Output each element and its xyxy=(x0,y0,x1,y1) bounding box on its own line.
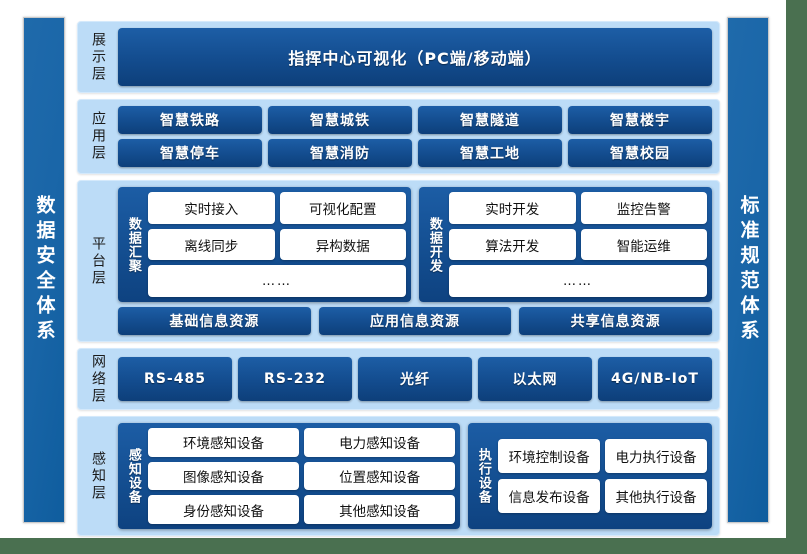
layer-platform-body: 数据汇聚 实时接入 可视化配置 离线同步 异构数据 …… xyxy=(118,181,719,341)
pillar-left-label: 数据安全体系 xyxy=(33,195,56,345)
layer-platform-label-column: 平台层 xyxy=(78,181,118,341)
pillar-data-security: 数据安全体系 xyxy=(23,17,65,523)
app-chip-smart-parking[interactable]: 智慧停车 xyxy=(118,139,262,167)
platform-resources-row: 基础信息资源 应用信息资源 共享信息资源 xyxy=(118,307,713,335)
application-row: 智慧铁路 智慧城铁 智慧隧道 智慧楼宇 xyxy=(118,106,712,134)
group-data-aggregation-grid: 实时接入 可视化配置 离线同步 异构数据 …… xyxy=(148,192,406,298)
chip-shared-info-resource[interactable]: 共享信息资源 xyxy=(519,307,713,335)
group-sensing-devices: 感知设备 环境感知设备 电力感知设备 图像感知设备 位置感知设备 身份感知设备 xyxy=(118,423,461,529)
display-banner-chip[interactable]: 指挥中心可视化（PC端/移动端） xyxy=(118,28,712,86)
chip-realtime-ingest[interactable]: 实时接入 xyxy=(148,192,275,224)
app-chip-smart-campus[interactable]: 智慧校园 xyxy=(568,139,712,167)
app-chip-smart-construction-site[interactable]: 智慧工地 xyxy=(418,139,562,167)
layer-network-label: 网络层 xyxy=(90,353,106,405)
layer-application: 应用层 智慧铁路 智慧城铁 智慧隧道 智慧楼宇 智慧停车 智慧消防 智慧工地 智… xyxy=(77,99,720,174)
layer-sensing-label-column: 感知层 xyxy=(78,417,118,535)
sensing-groups: 感知设备 环境感知设备 电力感知设备 图像感知设备 位置感知设备 身份感知设备 xyxy=(118,423,712,529)
group-data-aggregation-label: 数据汇聚 xyxy=(125,216,141,273)
layer-network-body: RS-485 RS-232 光纤 以太网 4G/NB-IoT xyxy=(118,349,719,409)
layer-display-body: 指挥中心可视化（PC端/移动端） xyxy=(118,22,719,92)
pillar-right-label: 标准规范体系 xyxy=(737,195,760,345)
diagram-canvas: 数据安全体系 标准规范体系 展示层 指挥中心可视化（PC端/移动端） 应用层 智… xyxy=(0,0,786,538)
grid-row: 图像感知设备 位置感知设备 xyxy=(148,461,456,491)
layer-sensing-body: 感知设备 环境感知设备 电力感知设备 图像感知设备 位置感知设备 身份感知设备 xyxy=(118,417,719,535)
group-data-development-label-column: 数据开发 xyxy=(424,192,444,297)
layer-sensing-label: 感知层 xyxy=(90,450,106,502)
group-execution-devices: 执行设备 环境控制设备 电力执行设备 信息发布设备 其他执行设备 xyxy=(468,423,712,529)
app-chip-smart-metro[interactable]: 智慧城铁 xyxy=(268,106,412,134)
chip-basic-info-resource[interactable]: 基础信息资源 xyxy=(118,307,311,335)
group-data-aggregation: 数据汇聚 实时接入 可视化配置 离线同步 异构数据 …… xyxy=(118,187,411,302)
grid-row: …… xyxy=(148,265,406,298)
chip-intelligent-ops[interactable]: 智能运维 xyxy=(580,228,707,261)
layer-network: 网络层 RS-485 RS-232 光纤 以太网 4G/NB-IoT xyxy=(77,348,720,410)
group-execution-devices-grid: 环境控制设备 电力执行设备 信息发布设备 其他执行设备 xyxy=(498,428,708,524)
chip-heterogeneous-data[interactable]: 异构数据 xyxy=(279,228,406,261)
chip-realtime-development[interactable]: 实时开发 xyxy=(449,192,576,224)
group-data-aggregation-label-column: 数据汇聚 xyxy=(123,192,143,297)
chip-location-sensing-device[interactable]: 位置感知设备 xyxy=(304,461,456,491)
chip-power-execution-device[interactable]: 电力执行设备 xyxy=(605,439,708,473)
group-sensing-devices-grid: 环境感知设备 电力感知设备 图像感知设备 位置感知设备 身份感知设备 其他感知设… xyxy=(148,428,456,525)
chip-rs485[interactable]: RS-485 xyxy=(118,357,232,401)
layer-application-label-column: 应用层 xyxy=(78,100,118,173)
layer-platform: 平台层 数据汇聚 实时接入 可视化配置 离线同步 异构数据 xyxy=(77,180,720,342)
chip-rs232[interactable]: RS-232 xyxy=(238,357,352,401)
chip-image-sensing-device[interactable]: 图像感知设备 xyxy=(148,461,300,491)
group-data-development-label: 数据开发 xyxy=(426,216,442,273)
chip-power-sensing-device[interactable]: 电力感知设备 xyxy=(304,428,456,457)
grid-row: 身份感知设备 其他感知设备 xyxy=(148,495,456,525)
grid-row: 实时开发 监控告警 xyxy=(449,192,707,224)
chip-identity-sensing-device[interactable]: 身份感知设备 xyxy=(148,495,300,525)
group-sensing-devices-label-column: 感知设备 xyxy=(123,428,143,524)
network-row: RS-485 RS-232 光纤 以太网 4G/NB-IoT xyxy=(118,357,712,401)
chip-visual-config[interactable]: 可视化配置 xyxy=(279,192,406,224)
layer-application-body: 智慧铁路 智慧城铁 智慧隧道 智慧楼宇 智慧停车 智慧消防 智慧工地 智慧校园 xyxy=(118,100,719,173)
layer-application-label: 应用层 xyxy=(90,111,106,162)
platform-groups: 数据汇聚 实时接入 可视化配置 离线同步 异构数据 …… xyxy=(118,187,712,302)
group-execution-devices-label: 执行设备 xyxy=(475,448,491,504)
chip-monitoring-alarm[interactable]: 监控告警 xyxy=(580,192,707,224)
grid-row: 实时接入 可视化配置 xyxy=(148,192,406,224)
grid-row: 离线同步 异构数据 xyxy=(148,228,406,261)
grid-row: 环境控制设备 电力执行设备 xyxy=(498,439,708,473)
layer-sensing: 感知层 感知设备 环境感知设备 电力感知设备 图像感知设备 位置感 xyxy=(77,416,720,536)
app-chip-smart-building[interactable]: 智慧楼宇 xyxy=(568,106,712,134)
chip-other-sensing-device[interactable]: 其他感知设备 xyxy=(304,495,456,525)
layer-display-label: 展示层 xyxy=(90,31,106,83)
chip-other-execution-device[interactable]: 其他执行设备 xyxy=(605,479,708,513)
grid-row: 算法开发 智能运维 xyxy=(449,228,707,261)
chip-algorithm-development[interactable]: 算法开发 xyxy=(449,228,576,261)
group-data-development: 数据开发 实时开发 监控告警 算法开发 智能运维 …… xyxy=(419,187,712,302)
layer-display: 展示层 指挥中心可视化（PC端/移动端） xyxy=(77,21,720,93)
app-chip-smart-tunnel[interactable]: 智慧隧道 xyxy=(418,106,562,134)
chip-4g-nbiot[interactable]: 4G/NB-IoT xyxy=(598,357,712,401)
chip-environment-control-device[interactable]: 环境控制设备 xyxy=(498,439,601,473)
chip-development-more[interactable]: …… xyxy=(449,265,707,298)
group-sensing-devices-label: 感知设备 xyxy=(125,448,141,504)
chip-environment-sensing-device[interactable]: 环境感知设备 xyxy=(148,428,300,457)
layer-platform-label: 平台层 xyxy=(90,235,106,287)
grid-row: …… xyxy=(449,265,707,298)
application-row: 智慧停车 智慧消防 智慧工地 智慧校园 xyxy=(118,139,712,167)
chip-optical-fiber[interactable]: 光纤 xyxy=(358,357,472,401)
grid-row: 环境感知设备 电力感知设备 xyxy=(148,428,456,457)
layer-network-label-column: 网络层 xyxy=(78,349,118,409)
chip-info-publishing-device[interactable]: 信息发布设备 xyxy=(498,479,601,513)
app-chip-smart-firefighting[interactable]: 智慧消防 xyxy=(268,139,412,167)
grid-row: 信息发布设备 其他执行设备 xyxy=(498,479,708,513)
pillar-standard-specification: 标准规范体系 xyxy=(727,17,769,523)
chip-application-info-resource[interactable]: 应用信息资源 xyxy=(318,307,512,335)
layer-display-label-column: 展示层 xyxy=(78,22,118,92)
group-execution-devices-label-column: 执行设备 xyxy=(473,428,493,524)
chip-aggregation-more[interactable]: …… xyxy=(148,265,406,298)
chip-offline-sync[interactable]: 离线同步 xyxy=(148,228,275,261)
group-data-development-grid: 实时开发 监控告警 算法开发 智能运维 …… xyxy=(449,192,707,298)
app-chip-smart-railway[interactable]: 智慧铁路 xyxy=(118,106,262,134)
chip-ethernet[interactable]: 以太网 xyxy=(478,357,592,401)
